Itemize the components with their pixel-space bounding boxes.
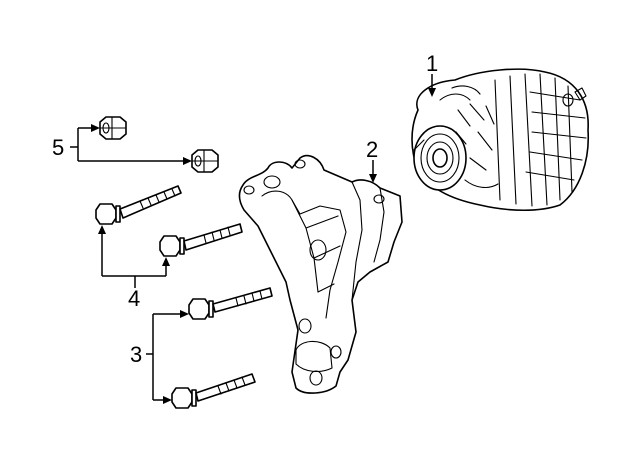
- leader-3: [146, 310, 189, 404]
- leader-5: [70, 124, 192, 165]
- mounting-bracket: [238, 154, 403, 394]
- long-bolt-lower: [171, 373, 256, 409]
- callout-3: 3: [130, 342, 142, 367]
- bolt-lower: [159, 223, 243, 257]
- callout-4: 4: [128, 286, 140, 311]
- long-bolt-upper: [188, 287, 273, 320]
- nut-upper: [99, 116, 127, 140]
- nut-lower: [191, 149, 219, 173]
- leader-2: [369, 160, 377, 183]
- callout-5: 5: [52, 135, 64, 160]
- leader-1: [428, 74, 436, 97]
- alternator: [411, 68, 590, 212]
- callout-2: 2: [366, 137, 378, 162]
- callout-1: 1: [426, 51, 438, 76]
- bolt-upper: [95, 185, 182, 225]
- leader-4: [98, 225, 170, 288]
